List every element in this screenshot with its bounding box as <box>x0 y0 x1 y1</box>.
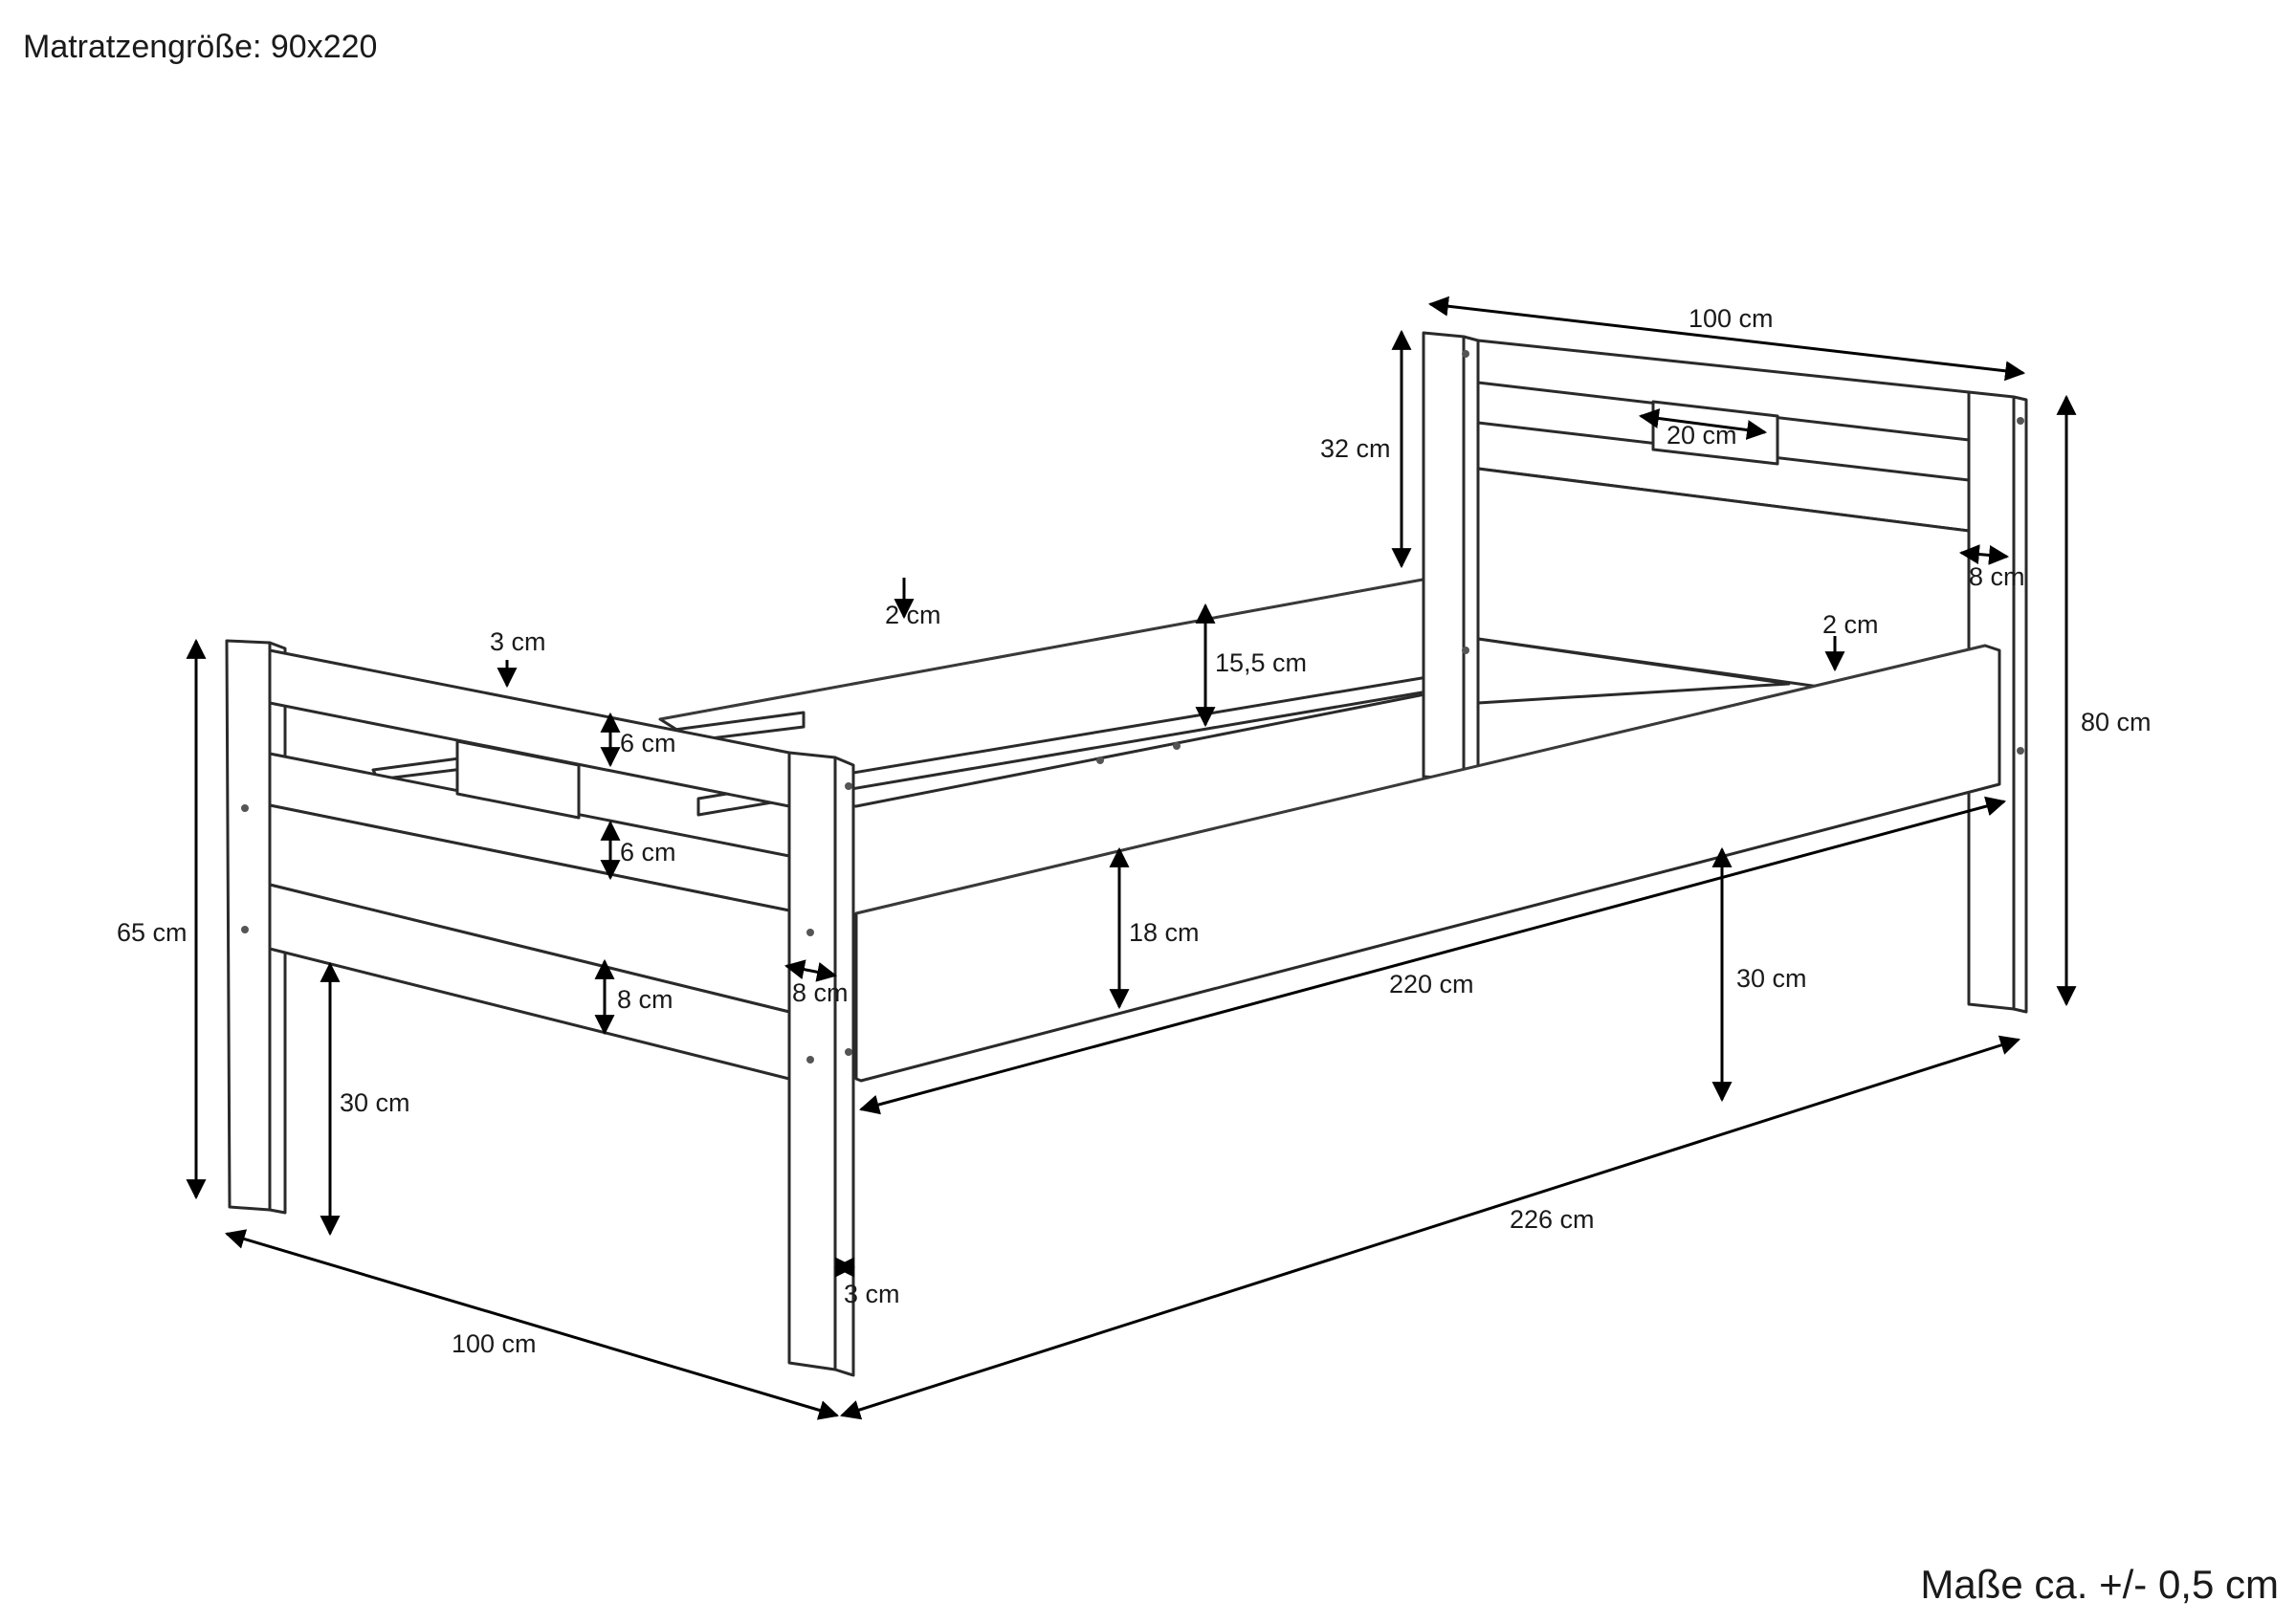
far-rail-height-label: 15,5 cm <box>1215 648 1308 677</box>
outer-length-label: 226 cm <box>1510 1205 1595 1234</box>
foot-clearance-label: 30 cm <box>340 1088 410 1117</box>
head-total-height-label: 80 cm <box>2081 708 2152 736</box>
mattress-size-label: Matratzengröße: 90x220 <box>23 29 378 65</box>
foot-post-width-label: 8 cm <box>792 978 849 1007</box>
side-rail-height-label: 18 cm <box>1129 918 1200 947</box>
foot-top-thickness-label: 3 cm <box>490 627 546 656</box>
foot-width-bottom-label: 100 cm <box>452 1329 537 1358</box>
foot-total-height-label: 65 cm <box>117 918 188 947</box>
leg-inset-label: 3 cm <box>844 1280 900 1308</box>
dimension-arrows <box>186 296 2077 1420</box>
foot-rail-a-label: 6 cm <box>620 729 676 757</box>
side-clearance-label: 30 cm <box>1736 964 1807 993</box>
footboard <box>225 639 855 1377</box>
head-panel-gap-label: 20 cm <box>1667 421 1737 450</box>
near-rail-thickness-label: 2 cm <box>1822 610 1879 639</box>
far-rail-thickness-label: 2 cm <box>885 601 941 629</box>
foot-rail-b-label: 6 cm <box>620 838 676 866</box>
tolerance-note: Maße ca. +/- 0,5 cm <box>1920 1562 2279 1607</box>
head-width-top-label: 100 cm <box>1689 304 1774 333</box>
foot-rail-c-label: 8 cm <box>617 985 673 1014</box>
head-upper-height-label: 32 cm <box>1320 434 1391 463</box>
inner-length-label: 220 cm <box>1389 970 1474 998</box>
head-post-width-label: 8 cm <box>1969 562 2025 591</box>
